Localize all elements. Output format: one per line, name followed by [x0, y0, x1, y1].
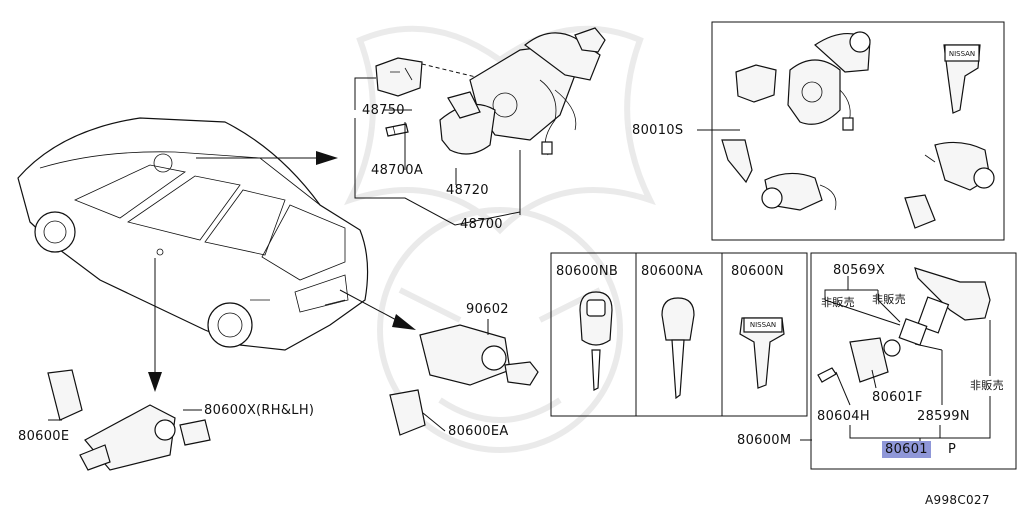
door-lock-parts — [47, 324, 539, 471]
lock-set-box — [711, 21, 1005, 241]
part-label-28599n: 28599N — [917, 409, 970, 424]
part-label-80600e: 80600E — [18, 429, 70, 444]
key-brand-logo-2: NISSAN — [749, 321, 777, 329]
key-illustrations — [579, 291, 785, 400]
part-label-48700a: 48700A — [371, 163, 424, 178]
part-label-48750: 48750 — [362, 103, 405, 118]
part-label-80569x: 80569X — [833, 263, 886, 278]
part-label-80600x: 80600X(RH&LH) — [204, 403, 315, 418]
part-label-48720: 48720 — [446, 183, 489, 198]
lock-set-parts — [697, 31, 995, 229]
door-lock-leader-lines — [48, 319, 489, 421]
diagram-code: A998C027 — [925, 493, 990, 507]
part-label-90602: 90602 — [466, 302, 509, 317]
transponder-parts — [800, 267, 991, 448]
not-for-sale-note-3: 非販売 — [970, 379, 1004, 392]
watermark-emblem — [344, 25, 656, 453]
part-label-80600ea: 80600EA — [448, 424, 509, 439]
not-for-sale-note-1: 非販売 — [821, 296, 855, 309]
not-for-sale-note-2: 非販売 — [872, 293, 906, 306]
vehicle-illustration — [17, 117, 369, 351]
part-label-80601-highlighted[interactable]: 80601 — [882, 441, 931, 458]
part-label-80601-suffix: P — [948, 442, 957, 457]
part-label-80600m: 80600M — [737, 433, 792, 448]
part-label-80600nb: 80600NB — [556, 264, 619, 279]
part-label-80600na: 80600NA — [641, 264, 704, 279]
transponder-box — [810, 252, 1017, 470]
part-label-80601f: 80601F — [872, 390, 923, 405]
ignition-lock-assembly — [375, 27, 606, 156]
part-label-48700: 48700 — [460, 217, 503, 232]
ignition-leader-lines — [354, 77, 521, 226]
part-label-80010s: 80010S — [632, 123, 684, 138]
callout-arrows — [148, 151, 416, 392]
part-label-80604h: 80604H — [817, 409, 870, 424]
part-label-80600n: 80600N — [731, 264, 784, 279]
key-box — [550, 252, 808, 417]
key-brand-logo: NISSAN — [948, 50, 976, 58]
